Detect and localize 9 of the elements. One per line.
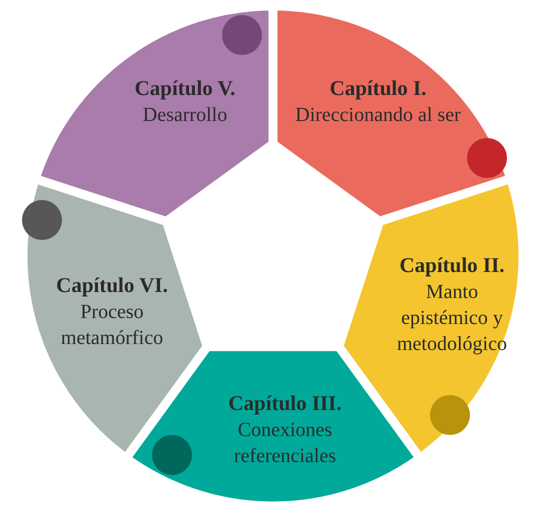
chapter-title: Direccionando al ser xyxy=(295,103,461,128)
chapter-heading: Capítulo II. xyxy=(399,252,505,279)
chapter-heading: Capítulo V. xyxy=(134,75,236,102)
chapter-title: Desarrollo xyxy=(142,103,228,128)
chapter-title: Conexiones referenciales xyxy=(232,418,338,470)
chapter-heading: Capítulo VI. xyxy=(56,272,168,299)
chapter-title: Proceso metamórfico xyxy=(60,300,164,352)
chapter-heading: Capítulo I. xyxy=(330,75,426,102)
chapter-heading: Capítulo III. xyxy=(228,390,342,417)
